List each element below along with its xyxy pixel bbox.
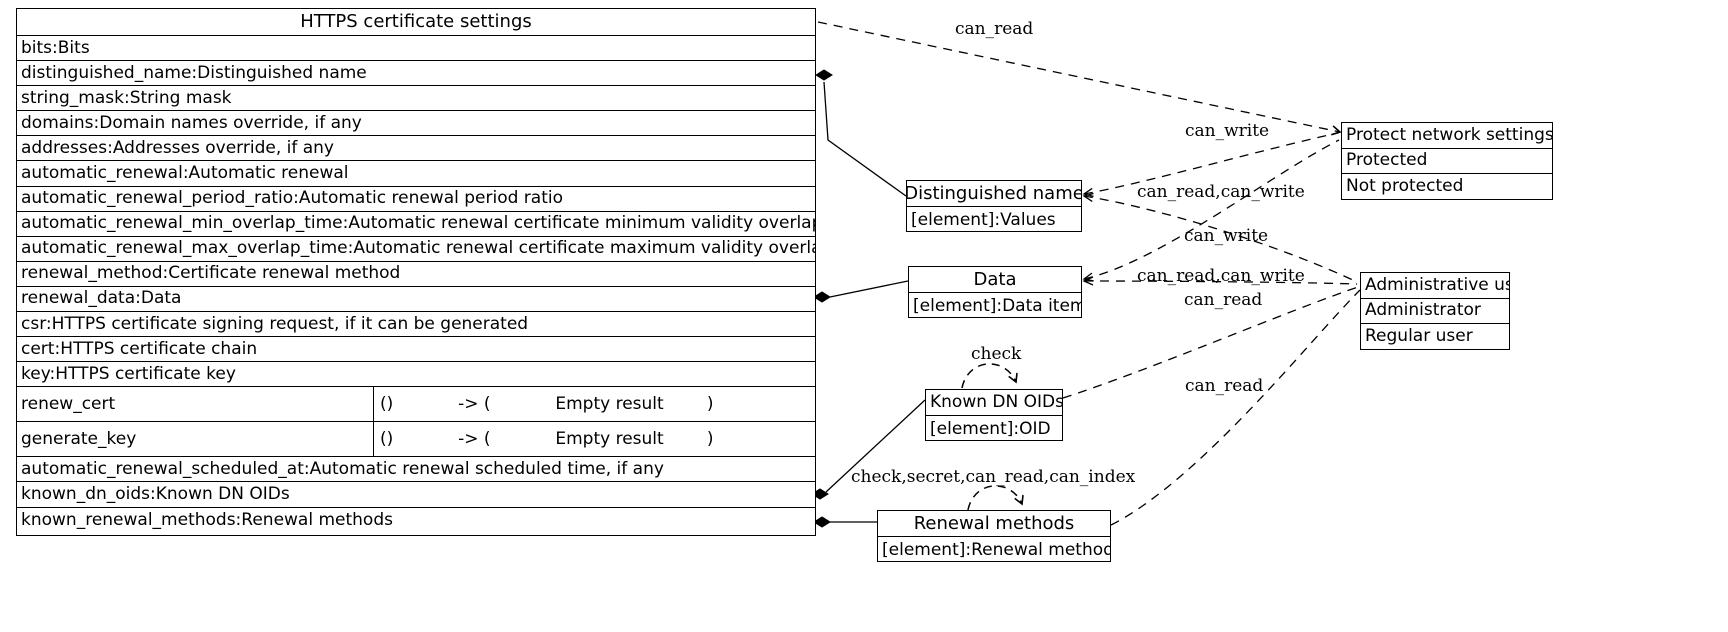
- composition-diamond-data: [813, 280, 909, 303]
- attribute-row: [element]:Values: [911, 209, 1056, 230]
- attribute-row: distinguished_name:Distinguished name: [17, 61, 815, 87]
- attribute-row: known_dn_oids:Known DN OIDs: [17, 482, 815, 508]
- edge-check-known-dn-oids: [961, 363, 1016, 389]
- attribute-row: automatic_renewal_scheduled_at:Automatic…: [17, 457, 815, 483]
- edge-check-secret-renewal-methods: [967, 485, 1022, 511]
- class-box-administrative-user[interactable]: Administrative user Administrator Regula…: [1360, 272, 1510, 350]
- edge-label-can-read-mid: can_read: [1184, 290, 1263, 310]
- attribute-row: csr:HTTPS certificate signing request, i…: [17, 312, 815, 338]
- class-title: Data: [909, 267, 1081, 293]
- edge-label-can-write-2: can_write: [1184, 226, 1269, 246]
- class-box-https-certificate-settings[interactable]: HTTPS certificate settings bits:Bits dis…: [16, 8, 816, 536]
- attribute-row: renewal_method:Certificate renewal metho…: [17, 262, 815, 287]
- method-row: generate_key () -> ( Empty result ): [17, 422, 815, 458]
- enum-row: Administrator: [1361, 299, 1509, 324]
- attribute-row: bits:Bits: [17, 36, 815, 62]
- edge-can-read-renewal-methods: [1110, 289, 1361, 526]
- attribute-row: automatic_renewal:Automatic renewal: [17, 161, 815, 187]
- class-title: HTTPS certificate settings: [17, 9, 815, 36]
- method-name: generate_key: [17, 422, 374, 457]
- attribute-row: automatic_renewal_max_overlap_time:Autom…: [17, 237, 815, 262]
- class-box-known-dn-oids[interactable]: Known DN OIDs [element]:OID: [925, 389, 1063, 441]
- composition-diamond-renewal-methods: [813, 516, 877, 528]
- enum-row: Not protected: [1346, 176, 1464, 197]
- method-row: renew_cert () -> ( Empty result ): [17, 387, 815, 423]
- class-title: Administrative user: [1361, 273, 1509, 299]
- attribute-row: automatic_renewal_period_ratio:Automatic…: [17, 187, 815, 212]
- class-title: Known DN OIDs: [926, 390, 1062, 416]
- attribute-row: domains:Domain names override, if any: [17, 111, 815, 137]
- enum-row: Protected: [1342, 149, 1552, 174]
- edge-label-can-read-can-write-2: can_read,can_write: [1137, 266, 1305, 286]
- enum-row: Regular user: [1365, 326, 1473, 347]
- attribute-row: key:HTTPS certificate key: [17, 362, 815, 388]
- attribute-row: [element]:Data item: [913, 295, 1081, 316]
- edge-can-write-data: [1082, 139, 1340, 282]
- class-title: Distinguished name: [907, 181, 1081, 207]
- composition-diamond-distinguished-name: [815, 69, 907, 197]
- class-box-distinguished-name[interactable]: Distinguished name [element]:Values: [906, 180, 1082, 232]
- method-signature: () -> ( Empty result ): [380, 428, 714, 449]
- attribute-row: known_renewal_methods:Renewal methods: [21, 509, 393, 530]
- class-title: Renewal methods: [878, 511, 1110, 537]
- attribute-row: [element]:Renewal method: [882, 539, 1110, 560]
- class-box-renewal-methods[interactable]: Renewal methods [element]:Renewal method: [877, 510, 1111, 562]
- attribute-row: cert:HTTPS certificate chain: [17, 337, 815, 363]
- attribute-row: string_mask:String mask: [17, 86, 815, 112]
- method-name: renew_cert: [17, 387, 374, 422]
- edge-can-read-top: [817, 21, 1340, 132]
- attribute-row: addresses:Addresses override, if any: [17, 136, 815, 162]
- edge-label-check-secret-can-read-can-index: check,secret,can_read,can_index: [851, 467, 1136, 487]
- attribute-row: automatic_renewal_min_overlap_time:Autom…: [17, 212, 815, 237]
- edge-label-can-read-top: can_read: [955, 19, 1034, 39]
- method-signature: () -> ( Empty result ): [380, 393, 714, 414]
- class-box-data[interactable]: Data [element]:Data item: [908, 266, 1082, 318]
- edge-label-can-read-can-write-1: can_read,can_write: [1137, 182, 1305, 202]
- edge-label-check: check: [971, 344, 1022, 364]
- attribute-row: renewal_data:Data: [17, 287, 815, 313]
- edge-label-can-write-1: can_write: [1185, 121, 1270, 141]
- attribute-row: [element]:OID: [930, 418, 1051, 439]
- edge-label-can-read-lower: can_read: [1185, 376, 1264, 396]
- class-box-protect-network-settings[interactable]: Protect network settings Protected Not p…: [1341, 122, 1553, 200]
- class-title: Protect network settings: [1342, 123, 1552, 149]
